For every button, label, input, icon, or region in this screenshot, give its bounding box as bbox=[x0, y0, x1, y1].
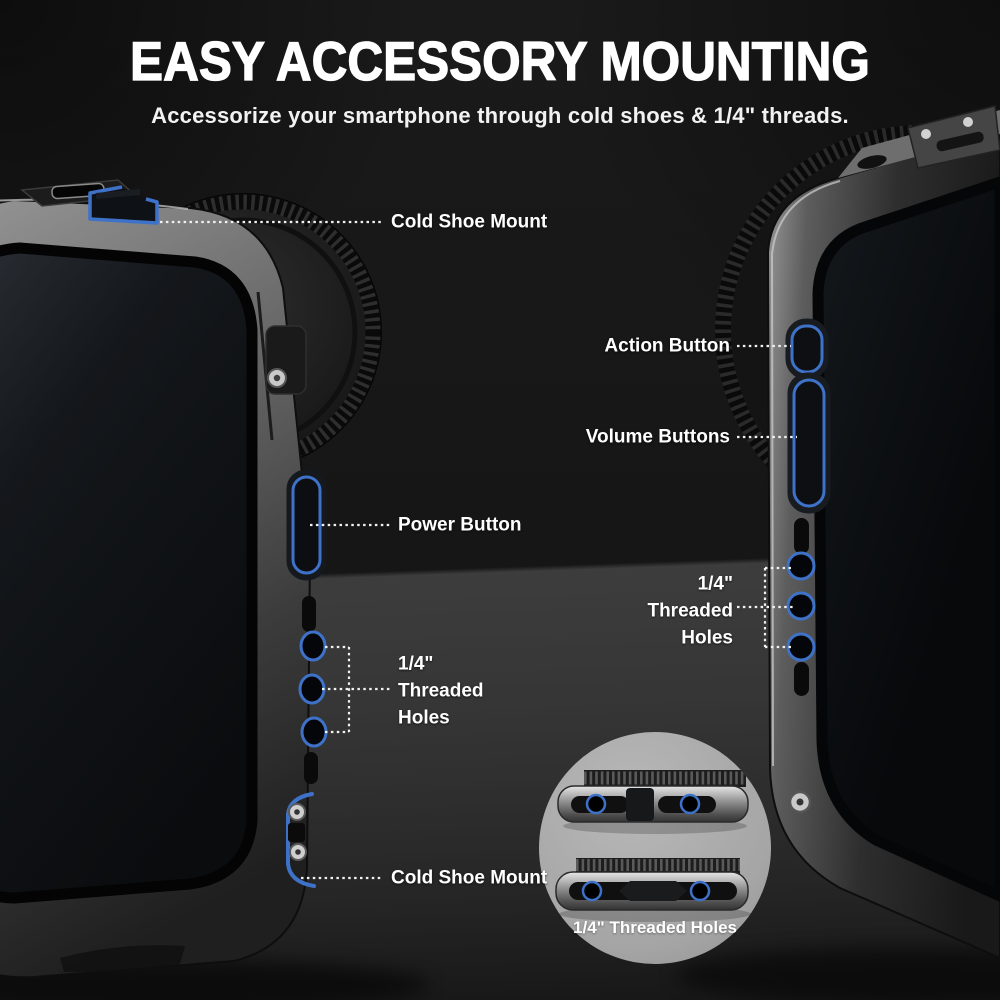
page-title: EASY ACCESSORY MOUNTING bbox=[129, 30, 870, 92]
inset-bottom-edge-view bbox=[555, 858, 751, 922]
inset-caption: 1/4" Threaded Holes bbox=[573, 918, 737, 937]
leader-lines bbox=[160, 220, 797, 880]
callout-cold-shoe-mount-top: Cold Shoe Mount bbox=[391, 211, 548, 233]
page-subtitle: Accessorize your smartphone through cold… bbox=[151, 103, 849, 128]
left-phone bbox=[0, 179, 382, 979]
cold-shoe-mount-bottom-highlight bbox=[286, 792, 316, 888]
callout-threaded-holes-right: 1/4" Threaded Holes bbox=[647, 573, 733, 649]
leader-threaded-left-bracket bbox=[322, 645, 391, 734]
detail-inset bbox=[539, 732, 771, 964]
shoe-slot bbox=[936, 131, 984, 152]
inset-top-edge-view bbox=[557, 770, 749, 834]
volume-buttons-highlight bbox=[787, 372, 831, 514]
shoe-block bbox=[907, 105, 1000, 169]
action-button-highlight bbox=[785, 318, 829, 380]
screw bbox=[963, 117, 973, 127]
bottom-rail-notch bbox=[60, 945, 185, 972]
header: EASY ACCESSORY MOUNTING Accessorize your… bbox=[0, 30, 1000, 129]
right-phone bbox=[715, 105, 1000, 960]
screen-right bbox=[812, 176, 1000, 903]
right-phone-shadow bbox=[675, 947, 1000, 1000]
shoe-slot bbox=[857, 155, 887, 169]
screw bbox=[921, 129, 931, 139]
screen-left bbox=[0, 242, 258, 904]
cage-edge-highlight bbox=[770, 180, 841, 767]
cold-shoe-mount-top-highlight bbox=[88, 185, 159, 225]
frame-seam bbox=[256, 291, 274, 441]
callout-threaded-holes-left: 1/4" Threaded Holes bbox=[398, 653, 484, 729]
callout-cold-shoe-mount-bottom: Cold Shoe Mount bbox=[391, 867, 548, 889]
inset-threaded-hole bbox=[581, 880, 603, 902]
screw-center bbox=[273, 374, 281, 382]
inset-threaded-hole bbox=[679, 793, 701, 815]
screw-center bbox=[796, 798, 804, 806]
callout-action-button: Action Button bbox=[604, 335, 730, 357]
threaded-holes-right-highlight bbox=[786, 518, 816, 696]
callout-volume-buttons: Volume Buttons bbox=[585, 426, 730, 448]
inset-threaded-hole bbox=[689, 880, 711, 902]
callout-power-button: Power Button bbox=[398, 514, 522, 536]
threaded-holes-left-highlight bbox=[298, 596, 328, 784]
leader-threaded-right-bracket bbox=[737, 566, 793, 649]
inset-threaded-hole bbox=[585, 793, 607, 815]
